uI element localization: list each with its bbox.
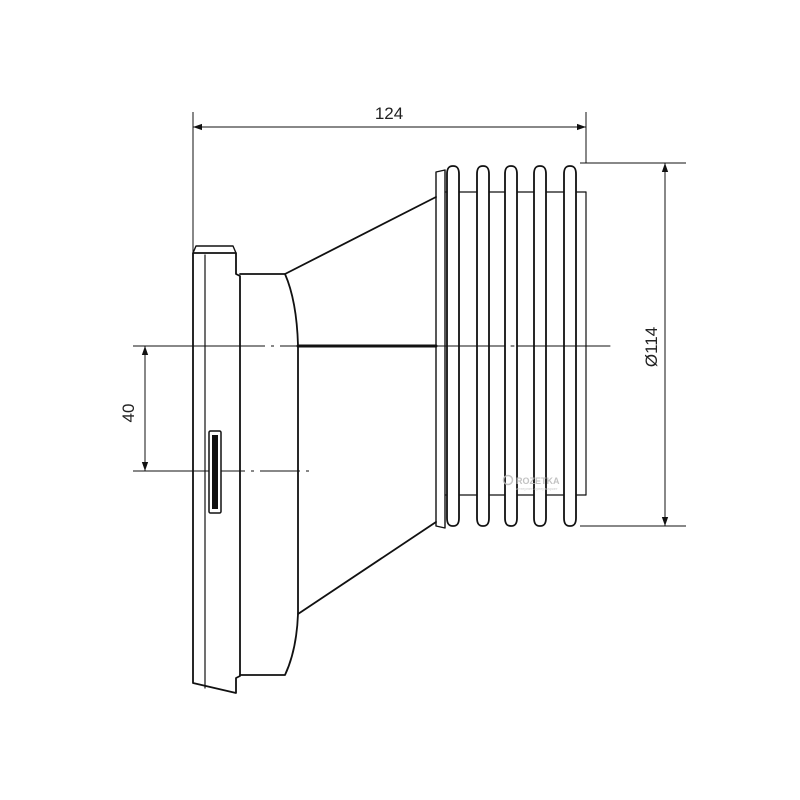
diameter-label: Ø114	[642, 327, 661, 367]
watermark-logo-icon	[502, 474, 514, 486]
offset-label: 40	[119, 404, 138, 423]
offset-dimension	[133, 345, 205, 472]
flange-top-lip	[192, 245, 237, 254]
cone-bottom-edge	[297, 521, 437, 615]
length-dimension	[192, 112, 587, 253]
flange-slot-insert	[212, 435, 218, 509]
watermark-brand: ROZETKA	[516, 476, 560, 486]
length-label: 124	[375, 104, 403, 123]
watermark: ROZETKA интернет-супермаркет	[502, 474, 560, 491]
center-lines	[205, 345, 610, 472]
diameter-dimension	[580, 162, 686, 527]
collar	[239, 273, 299, 676]
flange-plate	[192, 252, 241, 694]
cone-top-edge	[284, 196, 437, 275]
watermark-tagline: интернет-супермаркет	[516, 486, 558, 491]
rib-base-plate	[435, 169, 446, 529]
connector-body	[192, 165, 611, 694]
